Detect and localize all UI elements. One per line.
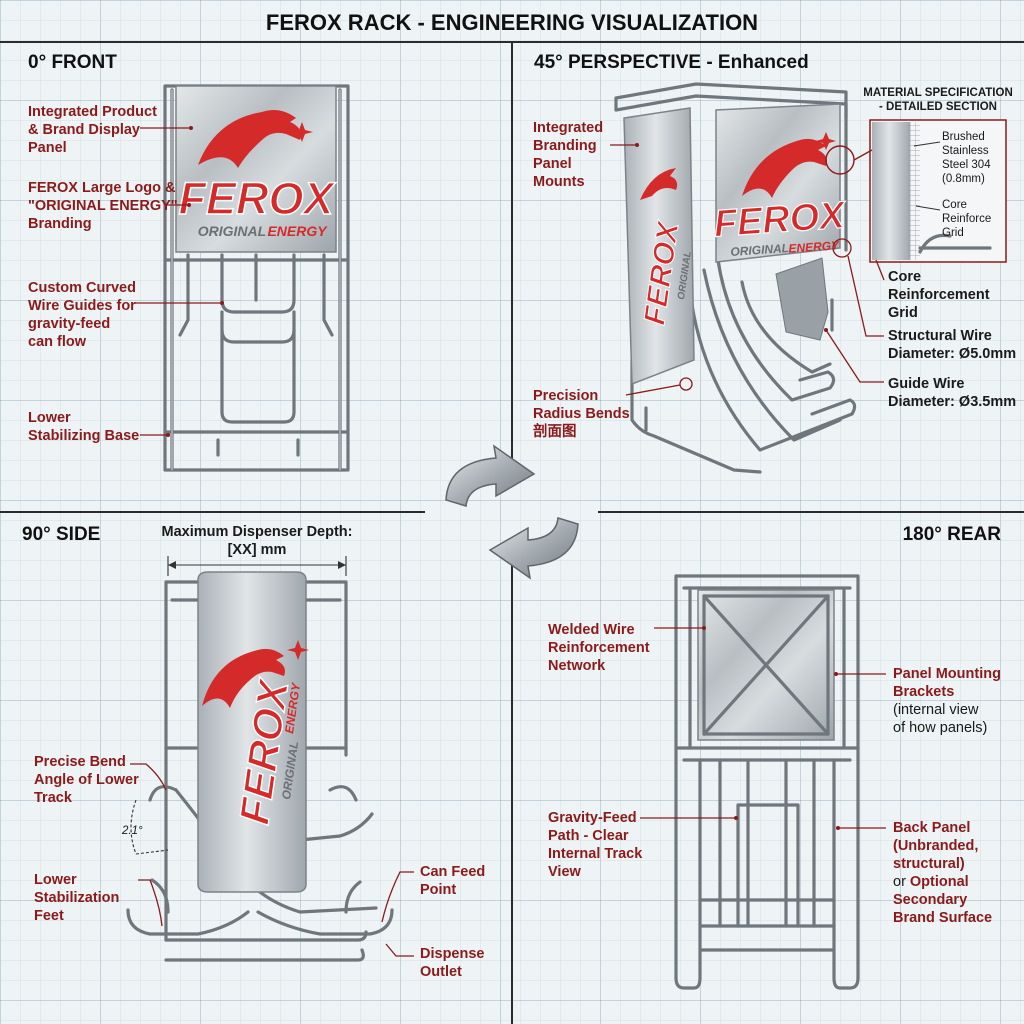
star-icon xyxy=(287,640,309,660)
perspective-view: 45° PERSPECTIVE - Enhanced FEROX ORIGINA… xyxy=(533,52,1016,474)
label-logo-branding: FEROX Large Logo &"ORIGINAL ENERGY"Brand… xyxy=(28,180,178,232)
perspective-front-brand: FEROX ORIGINAL ENERGY xyxy=(712,132,849,259)
front-brand-logo: FEROX ORIGINAL ENERGY xyxy=(178,110,337,239)
panther-logo-icon xyxy=(640,168,678,200)
front-brand-name: FEROX xyxy=(178,173,336,224)
material-specification-box: MATERIAL SPECIFICATION- DETAILED SECTION… xyxy=(825,87,1013,263)
rotation-arrows-icon xyxy=(445,444,579,580)
front-tagline-b: ENERGY xyxy=(267,223,328,239)
front-rack-frame xyxy=(163,84,350,472)
star-icon xyxy=(291,122,313,142)
bend-angle-value: 2.1° xyxy=(121,825,143,837)
side-display-panel xyxy=(197,571,307,893)
perspective-side-panel xyxy=(623,107,695,386)
perspective-inner-chute xyxy=(775,257,829,341)
side-view: 90° SIDE Maximum Dispenser Depth:[XX] mm… xyxy=(22,524,485,980)
perspective-tagline-b: ENERGY xyxy=(788,238,841,256)
quadrant-dividers xyxy=(0,41,1024,1024)
star-icon xyxy=(816,132,836,150)
side-view-title: 90° SIDE xyxy=(22,524,100,545)
front-tagline-a: ORIGINAL xyxy=(198,223,266,239)
perspective-brand-name: FEROX xyxy=(712,194,848,245)
front-view-title: 0° FRONT xyxy=(28,52,117,73)
label-back-panel: Back Panel(Unbranded,structural) xyxy=(893,820,978,872)
depth-dimension-label: Maximum Dispenser Depth:[XX] mm xyxy=(162,524,353,558)
panther-logo-icon xyxy=(202,648,285,708)
perspective-view-title: 45° PERSPECTIVE - Enhanced xyxy=(534,52,809,73)
panther-logo-icon xyxy=(198,110,301,168)
rear-view-title: 180° REAR xyxy=(903,524,1002,545)
panther-logo-icon xyxy=(742,138,827,198)
material-spec-title: MATERIAL SPECIFICATION- DETAILED SECTION xyxy=(863,87,1013,113)
front-view: 0° FRONT FEROX ORIGINAL ENERGY Integrate… xyxy=(28,52,350,472)
perspective-tagline-a: ORIGINAL xyxy=(730,241,790,259)
rear-rack-frame xyxy=(674,574,860,990)
page-title: FEROX RACK - ENGINEERING VISUALIZATION xyxy=(266,10,758,35)
perspective-rack-frame xyxy=(614,82,857,474)
